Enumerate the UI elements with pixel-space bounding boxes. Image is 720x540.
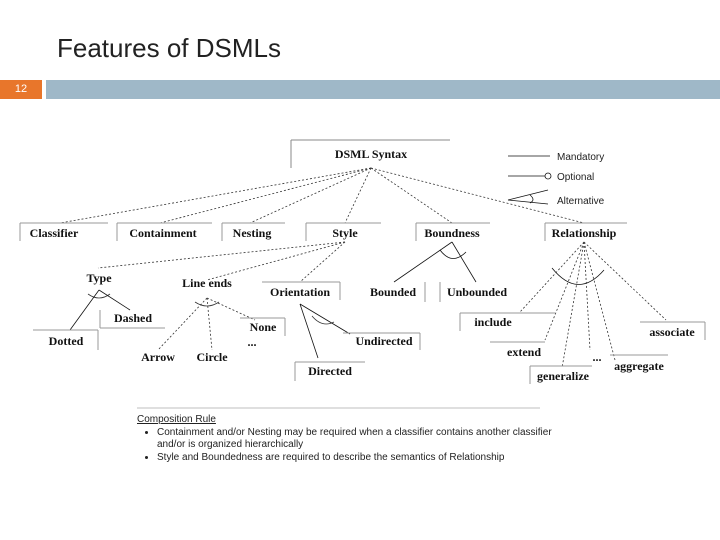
- legend-alternative: Alternative: [557, 196, 605, 207]
- type-alternative-arc: [87, 293, 111, 299]
- rule-item: Containment and/or Nesting may be requir…: [157, 427, 557, 452]
- rules-list: Containment and/or Nesting may be requir…: [137, 427, 557, 465]
- node-aggregate: aggregate: [614, 359, 664, 373]
- composition-rules: Composition Rule Containment and/or Nest…: [137, 414, 557, 464]
- alternative-arc-icon: [529, 194, 534, 204]
- legend-alt-line-2: [507, 199, 549, 205]
- node-bounded: Bounded: [370, 285, 416, 299]
- node-line-ends: Line ends: [182, 276, 232, 290]
- node-orientation: Orientation: [270, 285, 330, 299]
- legend-mandatory: Mandatory: [557, 152, 604, 163]
- slide-number: 12: [0, 80, 42, 99]
- relationship-links: [519, 241, 667, 369]
- title-bar: [46, 80, 720, 99]
- node-relationship-more: ...: [593, 350, 602, 364]
- node-extend: extend: [507, 345, 541, 359]
- node-classifier: Classifier: [30, 226, 79, 240]
- node-dotted: Dotted: [49, 334, 84, 348]
- rules-heading: Composition Rule: [137, 414, 216, 425]
- rule-item: Style and Boundedness are required to de…: [157, 452, 557, 465]
- slide-title: Features of DSMLs: [57, 33, 281, 63]
- legend-alt-line-1: [507, 189, 549, 201]
- node-boundness: Boundness: [424, 226, 480, 240]
- root-node: DSML Syntax: [335, 147, 407, 161]
- node-none: None: [250, 320, 277, 334]
- relationship-alternative-arc: [551, 267, 605, 285]
- node-arrow: Arrow: [141, 350, 175, 364]
- node-undirected: Undirected: [355, 334, 412, 348]
- optional-circle-icon: [544, 172, 552, 180]
- node-associate: associate: [649, 325, 695, 339]
- line-ends-alternative-arc: [194, 301, 220, 307]
- legend-optional: Optional: [557, 172, 594, 183]
- node-dashed: Dashed: [114, 311, 152, 325]
- node-relationship: Relationship: [552, 226, 617, 240]
- node-generalize: generalize: [537, 369, 590, 383]
- root-links: [59, 167, 585, 224]
- node-include: include: [474, 315, 512, 329]
- node-type: Type: [86, 271, 112, 285]
- node-nesting: Nesting: [233, 226, 272, 240]
- node-style: Style: [332, 226, 358, 240]
- node-circle: Circle: [196, 350, 228, 364]
- node-unbounded: Unbounded: [447, 285, 507, 299]
- boundness-alternative-arc: [439, 249, 467, 259]
- style-links: [97, 241, 346, 283]
- level1-nodes: Classifier Containment Nesting Style Bou…: [19, 222, 627, 241]
- node-containment: Containment: [129, 226, 196, 240]
- node-directed: Directed: [308, 364, 352, 378]
- node-line-ends-more: ...: [248, 335, 257, 349]
